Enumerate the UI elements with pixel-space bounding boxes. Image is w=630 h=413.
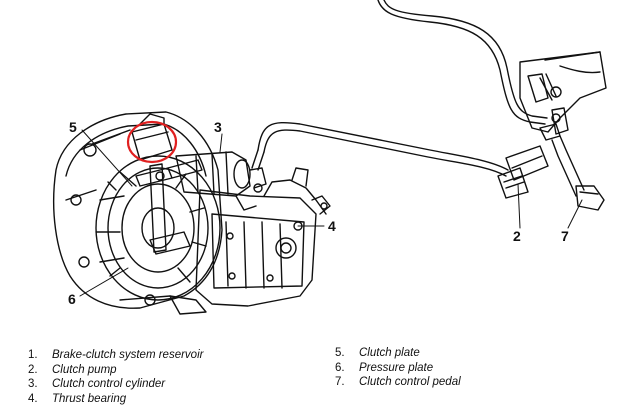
clutch-pedal: [551, 135, 605, 211]
callout-7: 7: [561, 228, 569, 244]
legend-text: Pressure plate: [359, 361, 434, 374]
pedal-bracket: [519, 51, 607, 141]
legend-text: Clutch plate: [359, 347, 420, 359]
legend-number: 4.: [28, 392, 38, 405]
callout-3: 3: [214, 119, 222, 135]
legend-text: Clutch pump: [52, 363, 117, 376]
legend-item: 3. Clutch control cylinder: [28, 377, 203, 392]
legend-number: 1.: [28, 349, 38, 361]
legend-text: Thrust bearing: [52, 392, 127, 405]
legend-item: 7. Clutch control pedal: [335, 375, 461, 390]
legend-number: 3.: [28, 378, 38, 390]
gearbox-housing: [119, 167, 331, 315]
legend-item: 1. Brake-clutch system reservoir: [28, 348, 203, 363]
legend-number: 6.: [335, 361, 345, 374]
legend-text: Brake-clutch system reservoir: [52, 349, 204, 361]
legend-text: Clutch control pedal: [359, 376, 461, 388]
legend-item: 5. Clutch plate: [335, 346, 461, 361]
callout-2: 2: [513, 228, 521, 244]
legend-item: 2. Clutch pump: [28, 363, 203, 378]
hydraulic-line: [251, 0, 548, 177]
legend-left: 1. Brake-clutch system reservoir 2. Clutch…: [28, 348, 203, 406]
legend-right: 5. Clutch plate 6. Pressure plate 7. Clutch…: [335, 346, 461, 390]
clutch-disc-assembly: [95, 155, 221, 301]
callout-leaders: [79, 129, 583, 297]
bell-housing: [52, 111, 223, 309]
legend-item: 4. Thrust bearing: [28, 392, 203, 407]
clutch-pump: [497, 145, 549, 199]
legend-text: Clutch control cylinder: [52, 378, 166, 390]
callout-6: 6: [68, 291, 76, 307]
legend-item: 6. Pressure plate: [335, 361, 461, 376]
legend-number: 7.: [335, 376, 345, 388]
release-fork: [135, 159, 203, 255]
callout-4: 4: [328, 218, 336, 234]
callout-5: 5: [69, 119, 77, 135]
brake-clutch-reservoir: [131, 113, 173, 161]
legend-number: 2.: [28, 363, 38, 376]
reservoir-highlight-circle: [126, 120, 178, 164]
legend-number: 5.: [335, 347, 345, 359]
clutch-cylinder: [175, 151, 267, 211]
